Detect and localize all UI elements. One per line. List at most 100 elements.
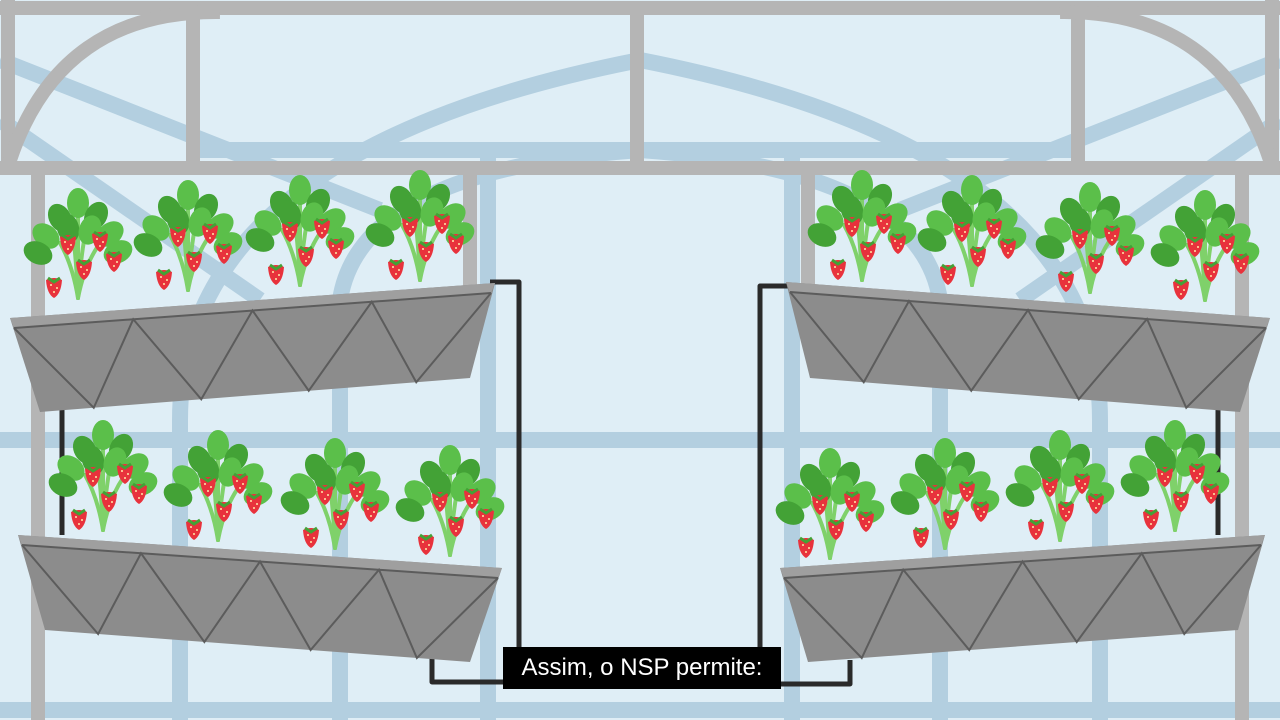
strawberry-berry <box>434 212 450 234</box>
strawberry-berry <box>317 483 333 505</box>
strawberry-plant <box>1035 182 1145 294</box>
strawberry-plant <box>775 448 885 560</box>
strawberry-berry <box>828 518 844 540</box>
strawberry-berry <box>1219 232 1235 254</box>
strawberry-berry <box>913 526 929 548</box>
strawberry-berry <box>1000 237 1016 259</box>
strawberry-berry <box>1074 472 1090 494</box>
strawberry-berry <box>940 263 956 285</box>
strawberry-plant <box>395 445 505 557</box>
strawberry-berry <box>388 258 404 280</box>
strawberry-berry <box>830 258 846 280</box>
strawberry-berry <box>464 487 480 509</box>
strawberry-plant <box>23 188 133 300</box>
strawberry-berry <box>1203 260 1219 282</box>
strawberry-berry <box>117 462 133 484</box>
strawberry-berry <box>1118 244 1134 266</box>
strawberry-berry <box>432 490 448 512</box>
strawberry-berry <box>959 480 975 502</box>
strawberry-berry <box>1233 252 1249 274</box>
strawberry-berry <box>1072 227 1088 249</box>
strawberry-berry <box>131 482 147 504</box>
strawberry-berry <box>156 268 172 290</box>
strawberry-berry <box>478 507 494 529</box>
strawberry-berry <box>216 242 232 264</box>
strawberry-berry <box>860 240 876 262</box>
strawberry-berry <box>1088 252 1104 274</box>
strawberry-berry <box>986 217 1002 239</box>
strawberry-plant <box>1150 190 1260 302</box>
strawberry-plant <box>365 170 475 282</box>
strawberry-berry <box>973 500 989 522</box>
strawberry-berry <box>46 276 62 298</box>
strawberry-berry <box>85 465 101 487</box>
strawberry-berry <box>186 518 202 540</box>
strawberry-berry <box>60 233 76 255</box>
planter-top-right <box>786 282 1270 412</box>
strawberry-berry <box>402 215 418 237</box>
planter-bottom-right <box>780 535 1265 662</box>
strawberry-berry <box>844 215 860 237</box>
strawberry-berry <box>314 217 330 239</box>
strawberry-berry <box>448 232 464 254</box>
strawberry-berry <box>76 258 92 280</box>
strawberry-berry <box>876 212 892 234</box>
strawberry-berry <box>418 533 434 555</box>
strawberry-berry <box>1189 462 1205 484</box>
strawberry-berry <box>812 493 828 515</box>
strawberry-plant <box>133 180 243 292</box>
strawberry-berry <box>858 510 874 532</box>
strawberry-berry <box>328 237 344 259</box>
strawberry-berry <box>303 526 319 548</box>
strawberry-berry <box>1157 465 1173 487</box>
strawberry-berry <box>1104 224 1120 246</box>
strawberry-berry <box>170 225 186 247</box>
planter-bottom-left <box>18 535 502 662</box>
strawberry-berry <box>1058 270 1074 292</box>
strawberry-berry <box>298 245 314 267</box>
strawberry-berry <box>92 230 108 252</box>
strawberry-berry <box>202 222 218 244</box>
strawberry-berry <box>246 492 262 514</box>
strawberry-plant <box>163 430 273 542</box>
subtitle-caption: Assim, o NSP permite: <box>503 647 781 689</box>
strawberry-berry <box>1187 235 1203 257</box>
strawberry-berry <box>186 250 202 272</box>
planters-layer <box>10 282 1270 662</box>
strawberry-berry <box>1143 508 1159 530</box>
strawberry-berry <box>349 480 365 502</box>
strawberry-berry <box>844 490 860 512</box>
strawberry-berry <box>1173 278 1189 300</box>
strawberry-berry <box>954 220 970 242</box>
strawberry-berry <box>943 508 959 530</box>
strawberry-berry <box>268 263 284 285</box>
planter-top-left <box>10 283 495 412</box>
strawberry-berry <box>106 250 122 272</box>
strawberry-berry <box>282 220 298 242</box>
strawberry-plant <box>1120 420 1230 532</box>
strawberry-berry <box>216 500 232 522</box>
strawberry-plant <box>917 175 1027 287</box>
strawberry-plant <box>890 438 1000 550</box>
strawberry-berry <box>363 500 379 522</box>
strawberry-berry <box>1088 492 1104 514</box>
strawberry-berry <box>890 232 906 254</box>
strawberry-plant <box>245 175 355 287</box>
strawberry-berry <box>927 483 943 505</box>
strawberry-plant <box>48 420 158 532</box>
strawberry-berry <box>798 536 814 558</box>
strawberry-berry <box>1028 518 1044 540</box>
strawberry-berry <box>200 475 216 497</box>
strawberry-berry <box>448 515 464 537</box>
strawberry-berry <box>970 245 986 267</box>
strawberry-berry <box>1203 482 1219 504</box>
plants-layer <box>23 170 1260 560</box>
strawberry-berry <box>101 490 117 512</box>
strawberry-berry <box>418 240 434 262</box>
strawberry-berry <box>1173 490 1189 512</box>
strawberry-berry <box>333 508 349 530</box>
strawberry-plant <box>807 170 917 282</box>
strawberry-berry <box>1058 500 1074 522</box>
